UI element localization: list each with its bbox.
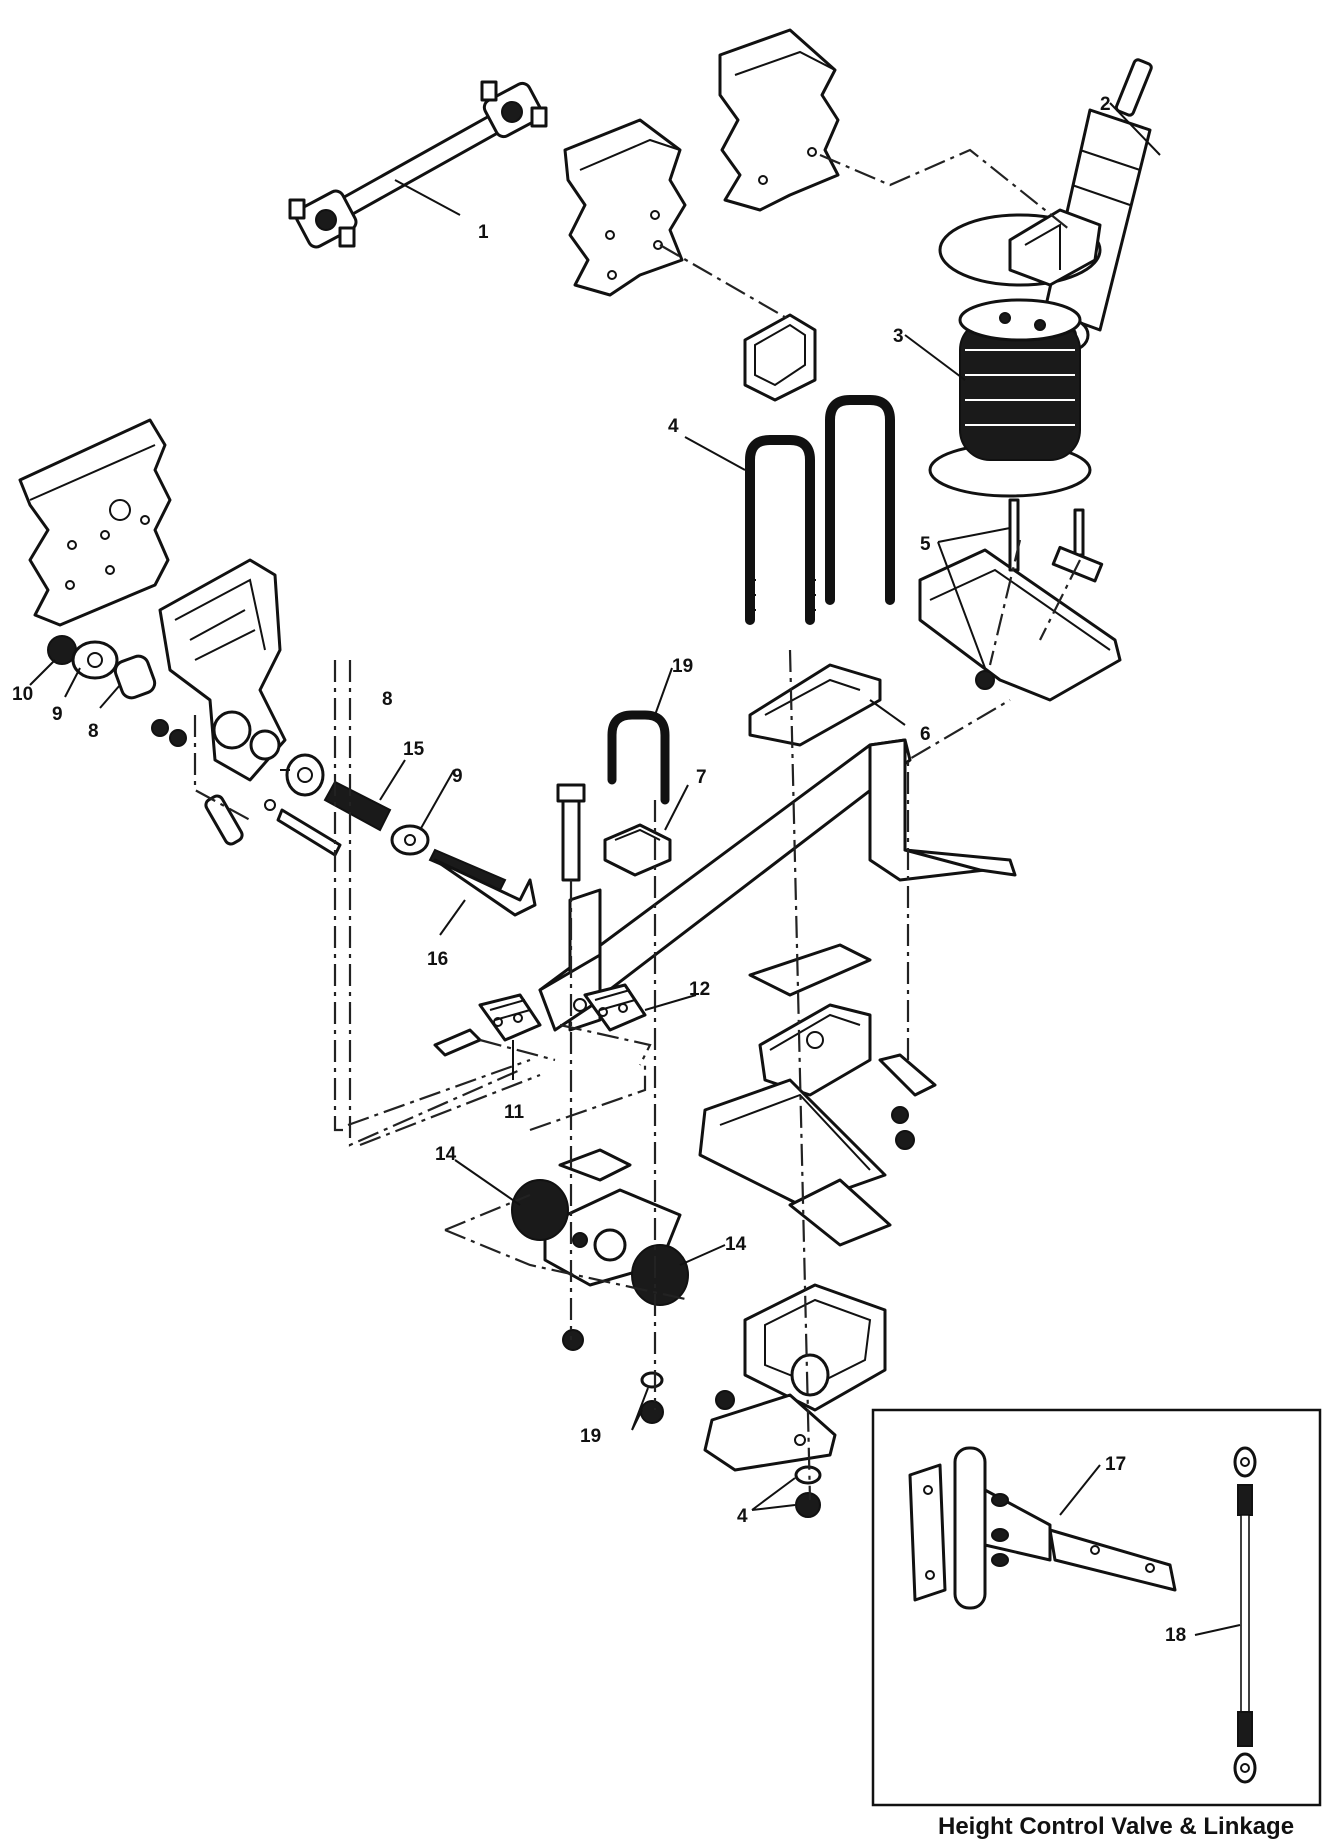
clamp-bolt: [433, 1028, 482, 1057]
callout-3: 3: [893, 326, 904, 347]
small-u-bolt: [607, 710, 670, 805]
callout-18: 18: [1165, 1625, 1186, 1646]
lower-axle-seat: [743, 1283, 887, 1412]
frame-rail-section-upper-right: [718, 28, 840, 212]
lower-nuts-19: [562, 1329, 664, 1424]
callout-6: 6: [920, 724, 931, 745]
callout-14-lower: 14: [725, 1234, 747, 1255]
frame-rail-section-left: [18, 418, 172, 627]
inset-frame: [871, 1408, 1322, 1807]
callout-10: 10: [12, 684, 33, 705]
left-pivot-hardware: [47, 635, 244, 846]
inset-caption: Height Control Valve & Linkage: [938, 1813, 1294, 1840]
height-control-inset: [871, 1408, 1322, 1807]
height-control-linkage-rod: [1233, 1446, 1257, 1784]
callout-9-right: 9: [452, 766, 463, 787]
callout-1: 1: [478, 222, 489, 243]
lower-shield-plate: [703, 1390, 837, 1472]
spacer-block: [603, 823, 672, 877]
callout-5: 5: [920, 534, 931, 555]
callout-9-left: 9: [52, 704, 63, 725]
callout-11: 11: [504, 1102, 525, 1123]
callout-2: 2: [1100, 94, 1111, 115]
callout-4-top: 4: [668, 416, 679, 437]
lower-bushing-assembly: [511, 1148, 689, 1306]
lower-nuts-4: [794, 1465, 822, 1518]
callout-7: 7: [696, 767, 707, 788]
torque-rod: [288, 80, 548, 249]
vertical-bolt: [556, 783, 586, 882]
air-spring-mounting-bracket: [918, 498, 1122, 702]
callout-4-bottom: 4: [737, 1506, 748, 1527]
pivot-bolt-assembly: [264, 753, 537, 917]
assembly-centerlines: [193, 148, 1081, 1501]
trailing-arm-beam: [538, 738, 1017, 1032]
callout-leader-lines: [29, 102, 1161, 1511]
clamp-plates-left: [478, 993, 542, 1042]
callout-8-left: 8: [88, 721, 99, 742]
air-spring: [928, 298, 1092, 498]
callout-15: 15: [403, 739, 425, 760]
height-control-valve: [908, 1446, 1177, 1610]
axle-clip: [878, 1053, 937, 1150]
callout-12: 12: [689, 979, 710, 1000]
axle-seat-wedge: [748, 943, 872, 1097]
front-hanger-bracket: [158, 558, 287, 782]
callout-19-top: 19: [672, 656, 693, 677]
callout-labels: 1 2 3 4 5 6 7 8 8 9 9 10 11 12 14 14 15 …: [12, 94, 1186, 1646]
frame-rail-section-upper-middle: [563, 118, 687, 297]
callout-8-right: 8: [382, 689, 393, 710]
air-spring-upper-mount: [938, 208, 1102, 287]
clamp-plates-right: [583, 983, 647, 1032]
callout-19-bottom: 19: [580, 1426, 601, 1447]
callout-16: 16: [427, 949, 448, 970]
u-bolt-pair: [745, 395, 895, 625]
axle-housing-section: [698, 1078, 892, 1247]
callout-14-upper: 14: [435, 1144, 457, 1165]
callout-17: 17: [1105, 1454, 1126, 1475]
axle-spacer: [748, 663, 882, 747]
upper-hanger-bracket: [743, 313, 817, 402]
